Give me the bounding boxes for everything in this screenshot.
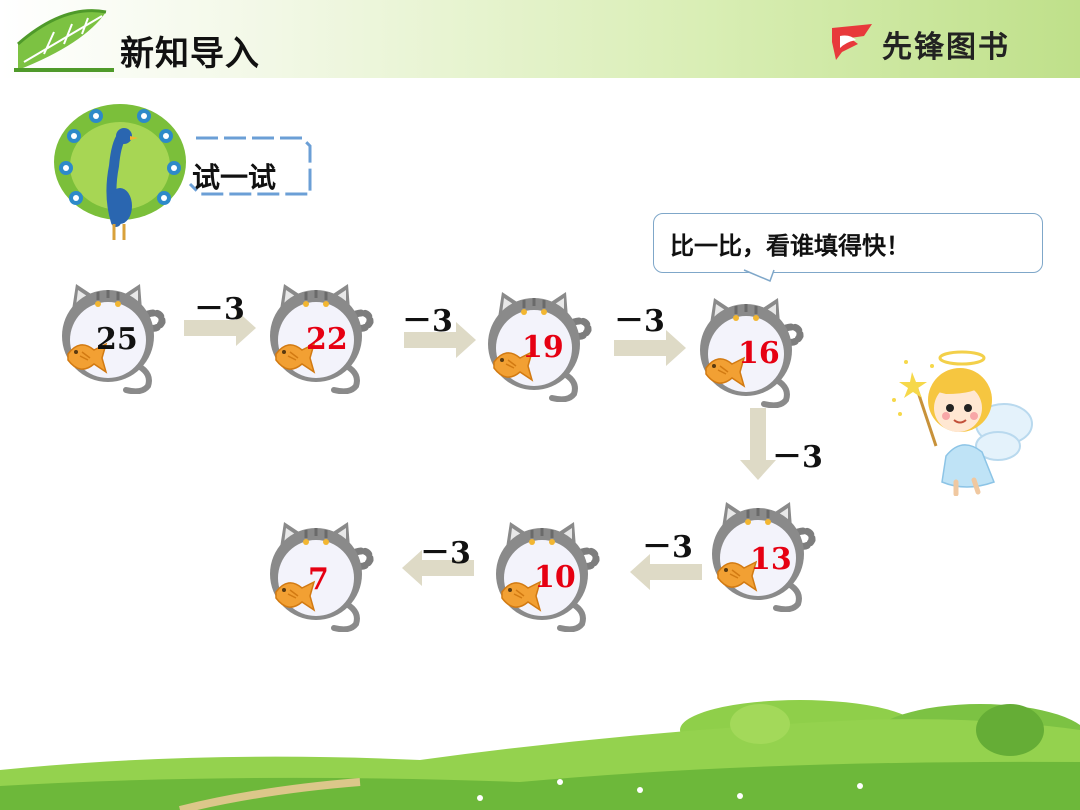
op-label: －3 <box>642 530 693 565</box>
op-label: －3 <box>772 440 823 475</box>
cat-6-value: 10 <box>534 560 576 595</box>
speech-bubble-tail <box>742 269 775 282</box>
speech-text: 比一比，看谁填得快！ <box>670 232 910 260</box>
header-bar <box>0 0 1080 78</box>
speech-bubble <box>653 213 1043 273</box>
leaf-logo-icon <box>14 9 114 72</box>
op-label: －3 <box>402 304 453 339</box>
cat-7-value: 7 <box>308 562 329 597</box>
brand-logo-icon <box>832 24 872 60</box>
cat-3-value: 19 <box>522 330 564 365</box>
cat-4-value: 16 <box>738 336 780 371</box>
op-label: －3 <box>614 304 665 339</box>
op-label: －3 <box>420 536 471 571</box>
grass-landscape <box>0 700 1080 810</box>
brand-name: 先锋图书 <box>882 30 1010 65</box>
op-label: －3 <box>194 292 245 327</box>
section-title: 新知导入 <box>120 34 260 74</box>
cat-2-value: 22 <box>306 322 348 357</box>
angel-icon <box>892 350 1033 496</box>
peacock-icon <box>54 104 186 240</box>
activity-label: 试一试 <box>192 161 277 194</box>
cat-5-value: 13 <box>750 542 792 577</box>
try-label-frame <box>188 136 312 196</box>
cat-1-value: 25 <box>96 322 138 357</box>
